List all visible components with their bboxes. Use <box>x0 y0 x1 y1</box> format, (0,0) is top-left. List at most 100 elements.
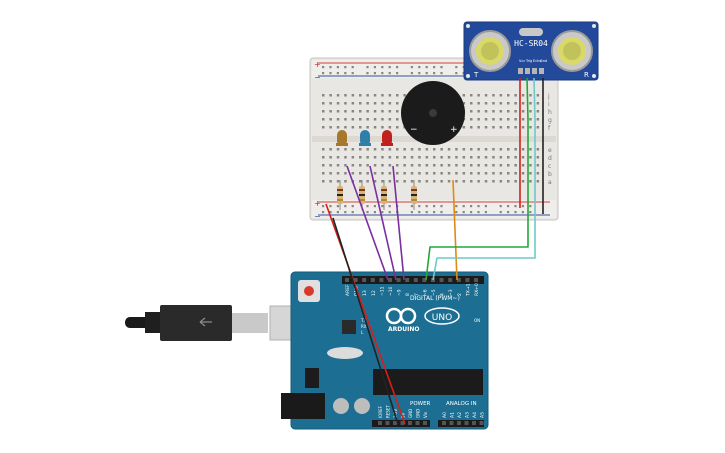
rail-hole <box>322 66 325 69</box>
breadboard-hole <box>499 126 503 129</box>
resistor-4[interactable] <box>411 180 417 210</box>
power-pin-label: GND <box>416 409 421 418</box>
led-1[interactable] <box>336 130 348 146</box>
breadboard-hole <box>470 172 473 175</box>
digital-pin-socket[interactable] <box>379 278 384 282</box>
analog-label: ANALOG IN <box>446 401 477 407</box>
reset-button[interactable] <box>304 286 314 296</box>
power-pin-socket[interactable] <box>385 421 390 425</box>
led-label-tx: TX <box>360 318 366 323</box>
breadboard-hole <box>351 126 355 129</box>
digital-pin-socket[interactable] <box>345 278 349 282</box>
resistor-2[interactable] <box>359 180 365 210</box>
digital-pin-socket[interactable] <box>448 278 453 282</box>
wire-5v-red[interactable] <box>325 203 406 425</box>
wire-sensor-echo-cyan[interactable] <box>533 77 536 121</box>
power-pin-socket[interactable] <box>378 421 382 425</box>
digital-pin-socket[interactable] <box>465 278 470 282</box>
breadboard-hole <box>462 126 466 129</box>
breadboard-hole <box>336 102 340 105</box>
digital-pin-socket[interactable] <box>422 278 427 282</box>
piezo-buzzer[interactable]: − + <box>401 81 465 145</box>
analog-pin-socket[interactable] <box>442 421 446 425</box>
breadboard-hole <box>336 172 340 175</box>
wire-buzzer-orange[interactable] <box>452 179 458 281</box>
breadboard-hole <box>359 94 362 97</box>
wire-sensor-trig-green[interactable] <box>526 77 529 121</box>
led-3[interactable] <box>381 130 393 146</box>
rail-hole <box>433 72 436 75</box>
ultrasonic-sensor[interactable]: HC-SR04 T R Vcc Trig Echo Gnd <box>463 21 599 81</box>
rail-hole <box>410 66 413 69</box>
digital-pin-socket[interactable] <box>353 278 358 282</box>
power-pin-socket[interactable] <box>400 421 405 425</box>
breadboard-hole <box>359 110 362 113</box>
wire-led3-purple[interactable] <box>392 165 405 281</box>
breadboard-hole <box>396 94 399 97</box>
digital-pin-label: ~10 <box>388 286 394 296</box>
breadboard-hole <box>484 148 488 151</box>
digital-pin-socket[interactable] <box>362 278 367 282</box>
breadboard-hole <box>455 148 458 151</box>
rail-hole <box>521 211 524 214</box>
breadboard-hole <box>322 102 325 105</box>
digital-pin-socket[interactable] <box>405 278 410 282</box>
rail-hole <box>336 72 339 75</box>
rail-hole <box>418 72 421 75</box>
wire-led1-purple[interactable] <box>346 165 389 281</box>
analog-pin-socket[interactable] <box>472 421 476 425</box>
power-label: POWER <box>410 401 431 407</box>
breadboard-hole <box>366 110 369 113</box>
analog-pin-socket[interactable] <box>464 421 469 425</box>
breadboard-hole <box>507 118 510 121</box>
analog-pin-socket[interactable] <box>449 421 454 425</box>
breadboard-hole <box>521 156 525 159</box>
breadboard-hole <box>418 156 421 159</box>
breadboard-hole <box>499 156 503 159</box>
rail-hole <box>521 205 524 208</box>
wire-trig-green[interactable] <box>425 120 529 281</box>
breadboard-hole <box>336 126 340 129</box>
rail-hole <box>381 66 384 69</box>
digital-pin-label: 2 <box>457 293 463 296</box>
rail-hole <box>366 66 369 69</box>
power-pin-socket[interactable] <box>393 421 397 425</box>
row-label-c: c <box>548 163 551 170</box>
digital-pin-socket[interactable] <box>439 278 444 282</box>
breadboard-hole <box>499 148 503 151</box>
rail-hole <box>499 211 502 214</box>
digital-pin-socket[interactable] <box>388 278 392 282</box>
power-pin-socket[interactable] <box>423 421 427 425</box>
breadboard-hole <box>507 156 510 159</box>
power-pin-socket[interactable] <box>408 421 412 425</box>
wire-gnd-black[interactable] <box>332 217 399 425</box>
led-2[interactable] <box>359 130 371 146</box>
analog-pin-socket[interactable] <box>479 421 484 425</box>
resistor-3[interactable] <box>381 180 387 210</box>
rail-hole <box>388 211 391 214</box>
digital-pin-socket[interactable] <box>474 278 478 282</box>
breadboard-hole <box>396 172 399 175</box>
breadboard-hole <box>536 164 540 167</box>
digital-pin-socket[interactable] <box>370 278 375 282</box>
digital-pin-label: ~5 <box>431 289 437 296</box>
breadboard-hole <box>484 164 488 167</box>
power-pin-label: IOREF <box>378 405 383 418</box>
digital-pin-socket[interactable] <box>456 278 461 282</box>
digital-pin-socket[interactable] <box>396 278 401 282</box>
analog-pin-socket[interactable] <box>457 421 461 425</box>
wire-led2-purple[interactable] <box>369 165 397 281</box>
resistor-1[interactable] <box>337 180 343 210</box>
wire-echo-cyan[interactable] <box>432 120 536 281</box>
power-pin-socket[interactable] <box>415 421 420 425</box>
power-header <box>378 421 484 425</box>
breadboard-hole <box>359 118 362 121</box>
digital-pin-socket[interactable] <box>413 278 418 282</box>
breadboard-hole <box>344 102 347 105</box>
breadboard-hole <box>322 110 325 113</box>
breadboard-hole <box>425 164 429 167</box>
breadboard-hole <box>455 164 458 167</box>
power-pin-label: Vin <box>423 411 428 418</box>
